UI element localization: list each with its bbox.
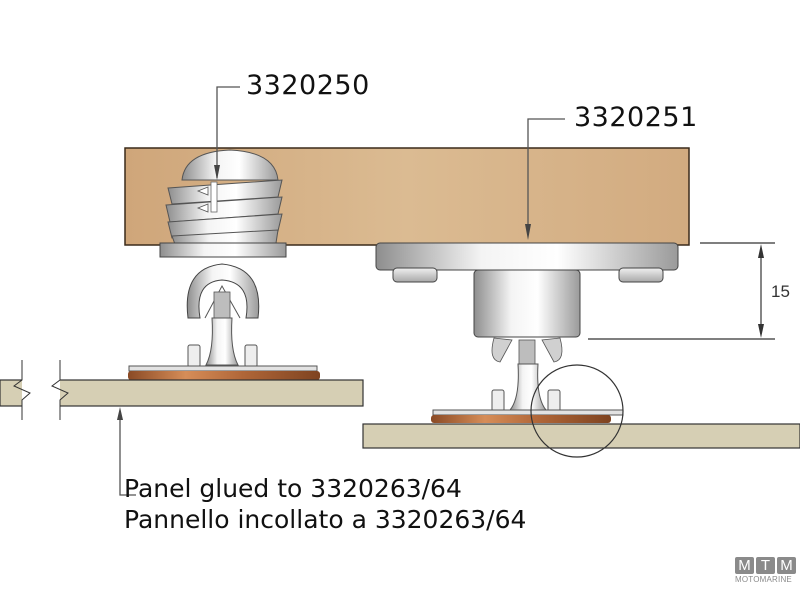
part-label-3320250: 3320250: [246, 70, 370, 101]
threaded-insert-3320250: [159, 149, 287, 258]
motomarine-logo: M T M MOTOMARINE: [735, 557, 797, 584]
logo-letter-m1: M: [735, 557, 754, 574]
dimension-15: [588, 242, 775, 340]
panel-left: [0, 360, 364, 420]
logo-letter-m2: M: [777, 557, 796, 574]
logo-letter-t: T: [756, 557, 775, 574]
caption-italian: Pannello incollato a 3320263/64: [124, 505, 527, 534]
leader-lines: [119, 86, 565, 496]
caption-english: Panel glued to 3320263/64: [124, 474, 462, 503]
detail-circle: [530, 364, 624, 458]
dimension-label: 15: [771, 282, 790, 301]
logo-name: MOTOMARINE: [735, 575, 792, 584]
panel-right: [362, 423, 800, 449]
base-fastener-3320251: [375, 242, 679, 423]
snap-stud-left: [128, 263, 320, 380]
part-label-3320251: 3320251: [574, 102, 698, 133]
